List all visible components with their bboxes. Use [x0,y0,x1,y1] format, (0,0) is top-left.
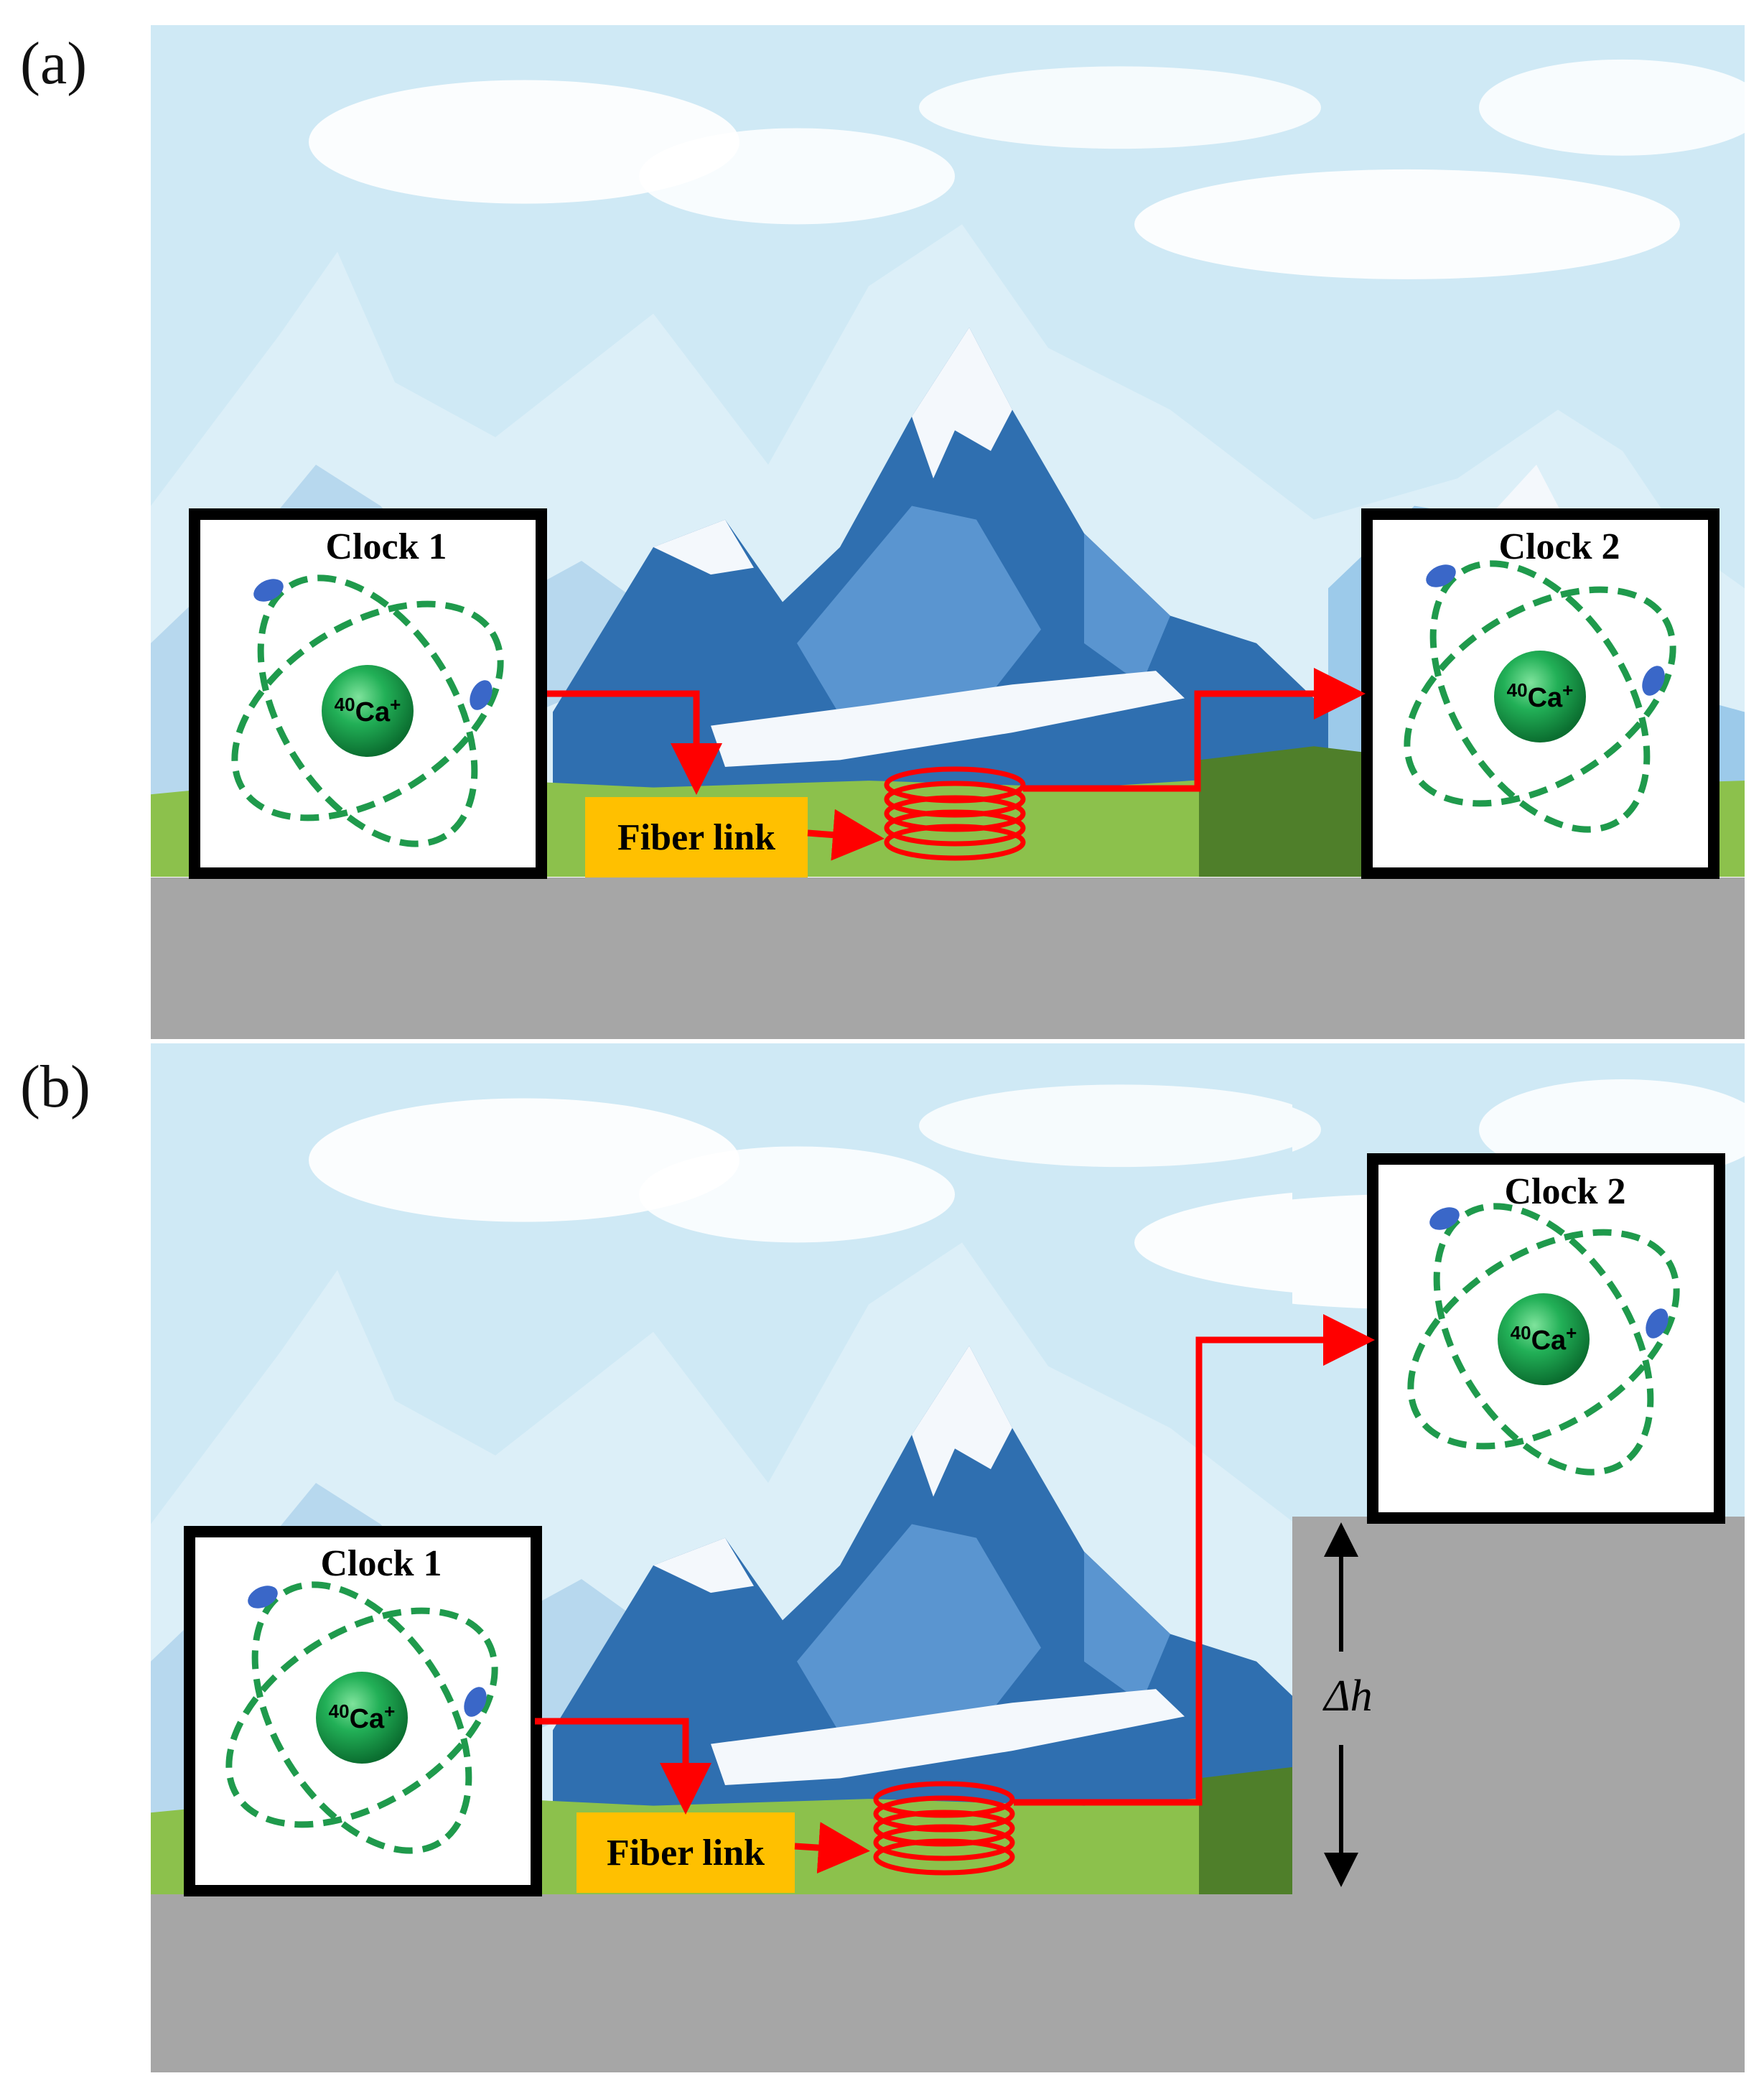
fiber-link-label: Fiber link [607,1833,765,1873]
clock-1-title: Clock 1 [326,526,447,567]
clock-1-title: Clock 1 [321,1543,442,1584]
clock-2-title: Clock 2 [1499,526,1620,567]
panel-a: Clock 1 40Ca+ Clock 2 40Ca+ Fiber link [151,25,1745,1039]
clock-2-title: Clock 2 [1505,1171,1626,1212]
ground-b [151,1894,1745,2072]
signal-path-a [547,668,1366,861]
panel-a-label: (a) [20,30,88,97]
fiber-link-box-a: Fiber link [585,797,808,877]
clock-1-box-a: Clock 1 40Ca+ [189,508,547,881]
panel-b-label: (b) [20,1053,90,1120]
clock-1-box-b: Clock 1 40Ca+ [184,1526,542,1896]
ion-label: 40Ca+ [335,694,401,727]
raised-platform [1292,1517,1745,1897]
signal-path-b [535,1314,1375,1874]
height-difference-label: Δh [1322,1672,1372,1721]
panel-b: Clock 1 40Ca+ Clock 2 40Ca+ Fiber link [151,1043,1745,2072]
fiber-link-label: Fiber link [617,817,775,858]
ion-label: 40Ca+ [1511,1322,1577,1356]
clock-2-box-b: Clock 2 40Ca+ [1367,1153,1725,1524]
fiber-link-box-b: Fiber link [577,1812,795,1893]
ion-label: 40Ca+ [329,1700,396,1734]
clock-2-box-a: Clock 2 40Ca+ [1361,508,1719,879]
ground-a [151,877,1745,1039]
ion-label: 40Ca+ [1507,679,1574,713]
